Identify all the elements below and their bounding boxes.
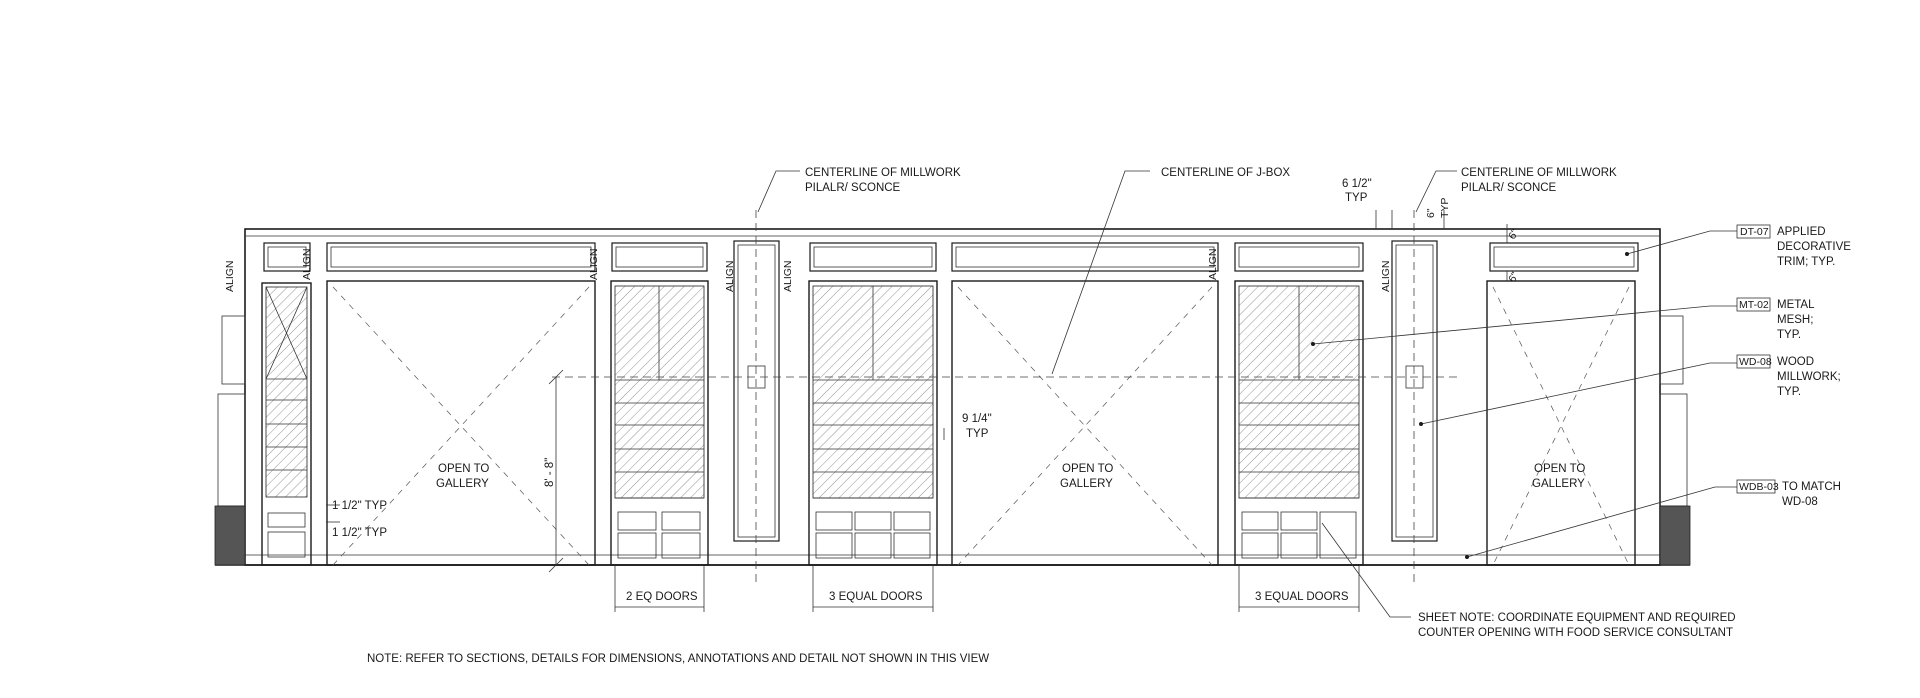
opening-right-label-2: GALLERY xyxy=(1532,478,1585,490)
keynote-wd-08: WD-08 WOOD MILLWORK; TYP. xyxy=(1736,354,1841,398)
centerlines xyxy=(552,210,1460,582)
keynote-dt-07-line3: TRIM; TYP. xyxy=(1777,256,1835,268)
opening-left xyxy=(326,280,596,566)
door-dimension-lines xyxy=(614,565,1360,612)
centerline-millwork-left-line1: CENTERLINE OF MILLWORK xyxy=(805,167,961,179)
opening-center xyxy=(951,280,1219,566)
leader-lines xyxy=(757,170,1737,618)
dimension-1-1-2-typ-a: 1 1/2" TYP xyxy=(332,500,387,512)
align-label-3: ALIGN xyxy=(588,248,600,280)
dimension-9-1-4: 9 1/4" xyxy=(962,413,992,425)
keynote-tag-mt-02: MT-02 xyxy=(1739,299,1769,311)
keynote-mt-02: MT-02 METAL MESH; TYP. xyxy=(1736,297,1815,341)
dimension-9-1-4-typ: TYP xyxy=(966,428,989,440)
top-trim-panels xyxy=(263,242,1639,272)
dimension-1-1-2-typ-b: 1 1/2" TYP xyxy=(332,527,387,539)
keynote-wd-08-line1: WOOD xyxy=(1777,356,1814,368)
dimension-8-8 xyxy=(548,369,564,573)
align-label-2: ALIGN xyxy=(301,248,313,280)
align-label-7: ALIGN xyxy=(1380,260,1392,292)
centerline-jbox-label: CENTERLINE OF J-BOX xyxy=(1161,167,1290,179)
dimension-6-trim-bottom: 6" xyxy=(1506,270,1521,285)
keynote-wdb-03-line1: TO MATCH xyxy=(1782,481,1841,493)
centerline-millwork-left-line2: PILALR/ SCONCE xyxy=(805,182,901,194)
keynote-tag-wdb-03: WDB-03 xyxy=(1739,481,1779,493)
keynote-wdb-03-line2: WD-08 xyxy=(1782,496,1818,508)
dimension-6-half-typ: TYP xyxy=(1345,192,1368,204)
cabinet-3-door-right xyxy=(1234,280,1364,566)
sheet-note-line2: COUNTER OPENING WITH FOOD SERVICE CONSUL… xyxy=(1418,627,1733,639)
cabinet-3-door-left xyxy=(808,280,938,566)
align-label-5: ALIGN xyxy=(782,260,794,292)
keynote-mt-02-line1: METAL xyxy=(1777,299,1815,311)
doors-3eq-label-right: 3 EQUAL DOORS xyxy=(1255,591,1349,603)
dimension-6-vertical: 6" xyxy=(1425,208,1437,218)
opening-left-label-2: GALLERY xyxy=(436,478,489,490)
align-label-1: ALIGN xyxy=(224,260,236,292)
sheet-note-line1: SHEET NOTE: COORDINATE EQUIPMENT AND REQ… xyxy=(1418,612,1736,624)
opening-right xyxy=(1486,280,1636,566)
dimension-6-half: 6 1/2" xyxy=(1342,178,1372,190)
cabinet-narrow-left xyxy=(261,282,312,566)
doors-3eq-label-left: 3 EQUAL DOORS xyxy=(829,591,923,603)
keynote-wd-08-line2: MILLWORK; xyxy=(1777,371,1841,383)
centerline-millwork-right-line2: PILALR/ SCONCE xyxy=(1461,182,1557,194)
align-label-4: ALIGN xyxy=(724,260,736,292)
pilaster-right xyxy=(1391,240,1438,542)
align-label-6: ALIGN xyxy=(1207,248,1219,280)
keynote-dt-07-line2: DECORATIVE xyxy=(1777,241,1851,253)
centerline-millwork-right-line1: CENTERLINE OF MILLWORK xyxy=(1461,167,1617,179)
opening-center-label-2: GALLERY xyxy=(1060,478,1113,490)
opening-center-label-1: OPEN TO xyxy=(1062,463,1113,475)
doors-2eq-label: 2 EQ DOORS xyxy=(626,591,698,603)
opening-right-label-1: OPEN TO xyxy=(1534,463,1585,475)
keynote-dt-07: DT-07 APPLIED DECORATIVE TRIM; TYP. xyxy=(1736,224,1851,268)
pilaster-left xyxy=(733,240,780,542)
small-dimension-ticks xyxy=(326,210,1508,523)
dimension-8-8-label: 8' - 8" xyxy=(544,458,556,487)
dimension-6-typ-vertical: TYP xyxy=(1439,198,1451,218)
general-note: NOTE: REFER TO SECTIONS, DETAILS FOR DIM… xyxy=(367,653,989,665)
keynote-tag-dt-07: DT-07 xyxy=(1740,226,1769,238)
opening-left-label-1: OPEN TO xyxy=(438,463,489,475)
annotation-texts: CENTERLINE OF MILLWORK PILALR/ SCONCE CE… xyxy=(224,167,1736,665)
keynote-dt-07-line1: APPLIED xyxy=(1777,226,1826,238)
keynote-wdb-03: WDB-03 TO MATCH WD-08 xyxy=(1736,479,1841,508)
cabinet-2-door xyxy=(610,280,709,566)
keynote-tag-wd-08: WD-08 xyxy=(1739,356,1772,368)
keynote-mt-02-line2: MESH; xyxy=(1777,314,1813,326)
keynote-wd-08-line3: TYP. xyxy=(1777,386,1801,398)
keynote-mt-02-line3: TYP. xyxy=(1777,329,1801,341)
